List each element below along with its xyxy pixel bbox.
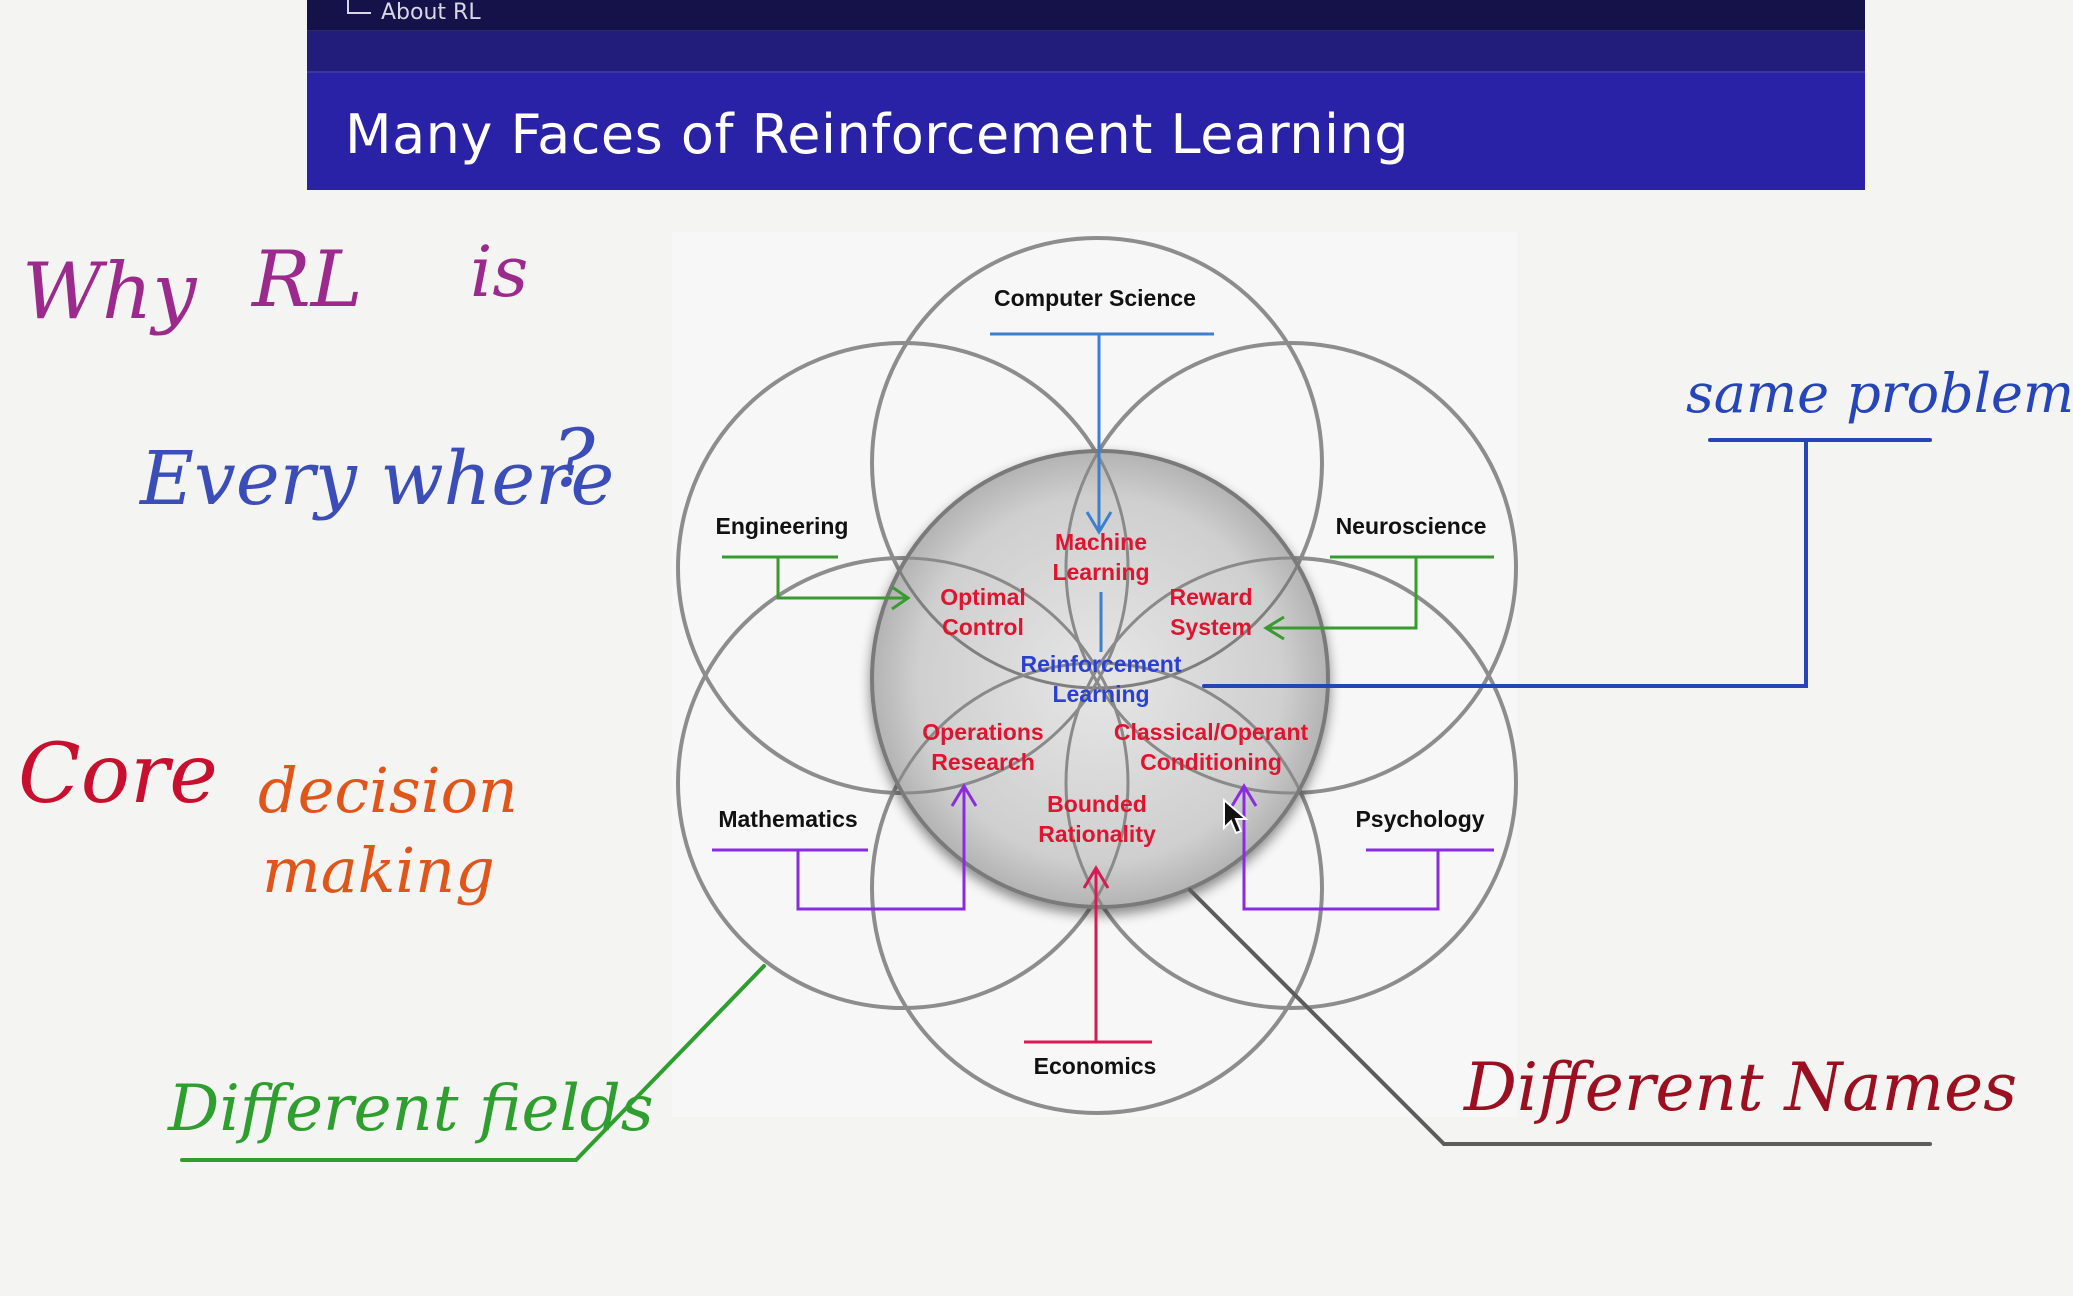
topic-machine-learning-l1: Machine — [1055, 529, 1147, 555]
note-rl: RL — [250, 235, 363, 325]
topic-reward-system-l1: Reward — [1169, 584, 1252, 610]
topic-bounded-rationality-l1: Bounded — [1047, 791, 1147, 817]
topic-operations-research-l1: Operations — [922, 719, 1043, 745]
connector-mathematics — [712, 783, 978, 911]
topic-machine-learning-l2: Learning — [1052, 559, 1149, 585]
label-mathematics: Mathematics — [718, 806, 857, 832]
connector-computer-science — [990, 332, 1214, 652]
note-different-fields: Different fields — [167, 1072, 654, 1146]
note-same-problem: same problem — [1686, 362, 2073, 425]
connector-psychology — [1230, 783, 1494, 911]
connector-economics — [1024, 865, 1152, 1044]
topic-optimal-control-l2: Control — [942, 614, 1024, 640]
topic-classical-conditioning-l2: Conditioning — [1140, 749, 1282, 775]
label-psychology: Psychology — [1355, 806, 1484, 832]
topic-operations-research-l2: Research — [931, 749, 1035, 775]
label-computer-science: Computer Science — [994, 285, 1196, 311]
connector-neuroscience — [1263, 555, 1494, 641]
topic-classical-conditioning-l1: Classical/Operant — [1114, 719, 1309, 745]
page-title: Many Faces of Reinforcement Learning — [345, 103, 1409, 166]
connector-engineering — [722, 555, 911, 611]
breadcrumb-tree-icon — [347, 0, 371, 14]
note-is: is — [470, 231, 528, 313]
note-why: Why — [22, 247, 197, 337]
stroke-different-fields — [180, 964, 766, 1162]
topic-reward-system-l2: System — [1170, 614, 1252, 640]
stroke-same-problem — [1202, 438, 1932, 688]
center-label-l2: Learning — [1052, 681, 1149, 707]
center-label-l1: Reinforcement — [1020, 651, 1181, 677]
note-decision: decision — [258, 754, 518, 827]
note-core: Core — [18, 727, 218, 822]
topic-optimal-control-l1: Optimal — [940, 584, 1026, 610]
breadcrumb[interactable]: About RL — [381, 0, 481, 25]
label-neuroscience: Neuroscience — [1336, 513, 1487, 539]
stroke-different-names — [1188, 888, 1932, 1146]
subnav-strip — [307, 31, 1865, 73]
note-making: making — [262, 834, 495, 907]
mouse-cursor-icon — [1223, 798, 1249, 835]
note-everywhere: Every where — [138, 436, 614, 522]
note-question-mark: ? — [552, 412, 596, 505]
topic-bounded-rationality-l2: Rationality — [1038, 821, 1156, 847]
label-engineering: Engineering — [716, 513, 849, 539]
note-different-names: Different Names — [1463, 1049, 2017, 1126]
title-bar: Many Faces of Reinforcement Learning — [307, 73, 1865, 190]
label-economics: Economics — [1034, 1053, 1157, 1079]
